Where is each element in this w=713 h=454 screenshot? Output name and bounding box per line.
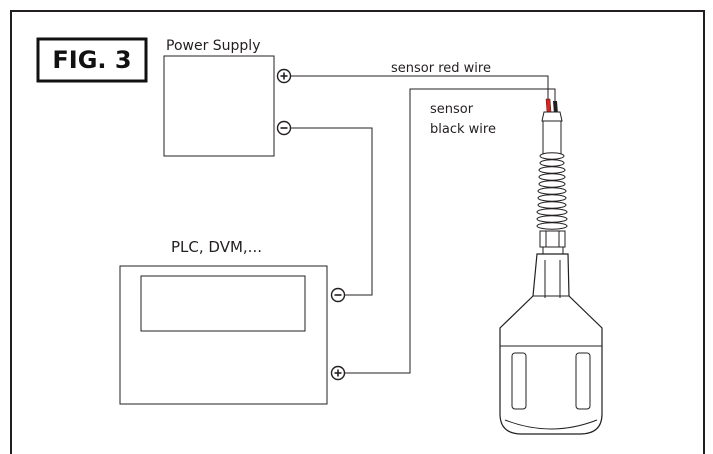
sensor-cable [542,120,562,156]
sensor-nut [539,230,566,248]
sensor-strain-relief [536,152,568,230]
power-supply-box [163,55,275,157]
figure-frame [10,10,705,454]
red-wire [291,75,549,100]
meter-display [140,275,306,332]
sensor-bottom [504,419,598,430]
sensor-grip-window [511,352,527,410]
sensor [499,98,603,435]
black-wire-label-line1: sensor [430,102,474,117]
power-supply-label: Power Supply [166,38,261,54]
figure-label-box [36,37,148,83]
sensor-grip-window [575,352,591,410]
red-wire-label: sensor red wire [391,61,491,76]
sensor-neck [542,246,564,255]
figure-label: FIG. 3 [52,46,131,74]
sensor-cable-end [541,111,563,122]
black-wire-label-line2: black wire [430,122,496,137]
sensor-black-wire-tip [553,101,558,114]
meter-label: PLC, DVM,... [171,238,262,256]
minus-wire [291,127,373,296]
sensor-red-wire-tip [545,98,552,113]
black-wire [345,88,556,374]
